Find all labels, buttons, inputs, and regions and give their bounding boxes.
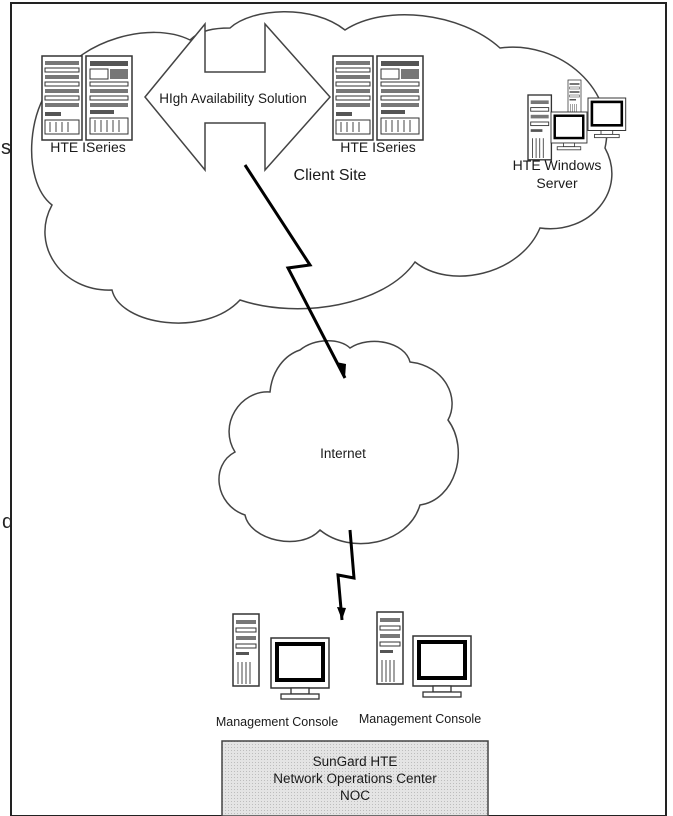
management-console-left-icon <box>232 613 331 701</box>
ha-link-label: HIgh Availability Solution <box>159 91 307 106</box>
windows-server-label-line2: Server <box>536 175 578 191</box>
internet-label: Internet <box>320 446 366 461</box>
console-left-label: Management Console <box>216 715 338 729</box>
iseries-server-left-icon <box>41 55 133 141</box>
outer-frame <box>10 2 667 816</box>
cropped-text-fragment-mid: d <box>2 511 14 533</box>
link-bolt-internet-noc <box>336 529 356 621</box>
cropped-text-fragment-top: s <box>1 137 11 159</box>
noc-box <box>221 740 489 816</box>
noc-line3: NOC <box>340 788 370 803</box>
windows-server-label-line1: HTE Windows <box>513 157 602 173</box>
management-console-right-icon <box>376 611 473 699</box>
iseries-server-right-icon <box>332 55 424 141</box>
noc-line1: SunGard HTE <box>313 754 398 769</box>
console-right-label: Management Console <box>359 712 481 726</box>
link-bolt-client-internet <box>243 164 347 379</box>
iseries-right-label: HTE ISeries <box>340 139 415 155</box>
noc-line2: Network Operations Center <box>273 771 437 786</box>
iseries-left-label: HTE ISeries <box>50 139 125 155</box>
internet-cloud <box>218 340 460 545</box>
client-site-label: Client Site <box>294 167 367 184</box>
high-availability-double-arrow <box>144 21 332 173</box>
